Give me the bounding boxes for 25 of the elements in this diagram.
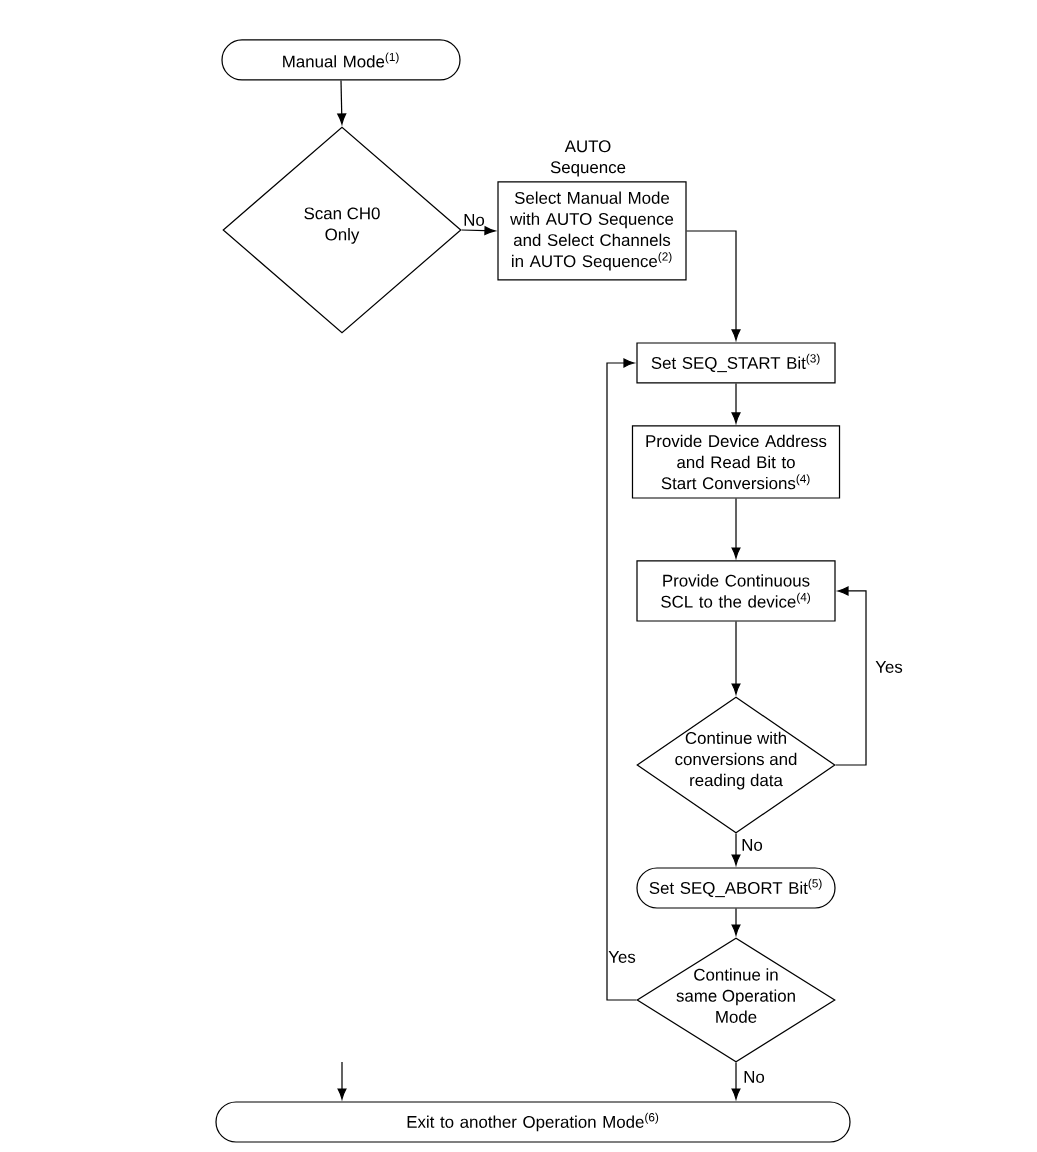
terminal-box: Exit to another Operation Mode$^{(6)}$ bbox=[215, 1101, 851, 1143]
arrow bbox=[731, 383, 741, 424]
process-box: Set SEQ_START Bit$^{(3)}$ bbox=[636, 342, 836, 384]
arrow bbox=[337, 1061, 347, 1100]
arrow bbox=[337, 80, 347, 125]
process-box: Provide Device Address and Read Bit to Start Conversions$^{(4)}$ bbox=[631, 425, 841, 499]
arrow bbox=[835, 586, 867, 766]
box-heading: AUTO Sequence bbox=[550, 140, 626, 177]
terminal-box: Set SEQ_ABORT Bit$^{(5)}$ bbox=[636, 867, 836, 909]
terminal-box: Manual Mode$^{(1)}$ bbox=[221, 39, 461, 81]
edge-label: No bbox=[744, 1071, 765, 1083]
edge-label: Yes bbox=[875, 661, 903, 673]
arrow bbox=[731, 833, 741, 866]
edge-label: No bbox=[464, 214, 485, 226]
arrow bbox=[461, 226, 496, 236]
arrow bbox=[731, 498, 741, 559]
edge-label: No bbox=[742, 839, 763, 851]
process-box: Provide Continuous SCL to the device$^{(4)}$ bbox=[636, 560, 836, 622]
arrow bbox=[731, 1062, 741, 1100]
arrow bbox=[606, 358, 637, 1001]
arrow bbox=[686, 230, 741, 341]
process-box: Select Manual Mode with AUTO Sequence and Select Channels in AUTO Sequence$^{(2)}$ bbox=[497, 181, 687, 281]
edge-label: Yes bbox=[608, 951, 636, 963]
arrow bbox=[731, 908, 741, 936]
arrow bbox=[731, 621, 741, 695]
